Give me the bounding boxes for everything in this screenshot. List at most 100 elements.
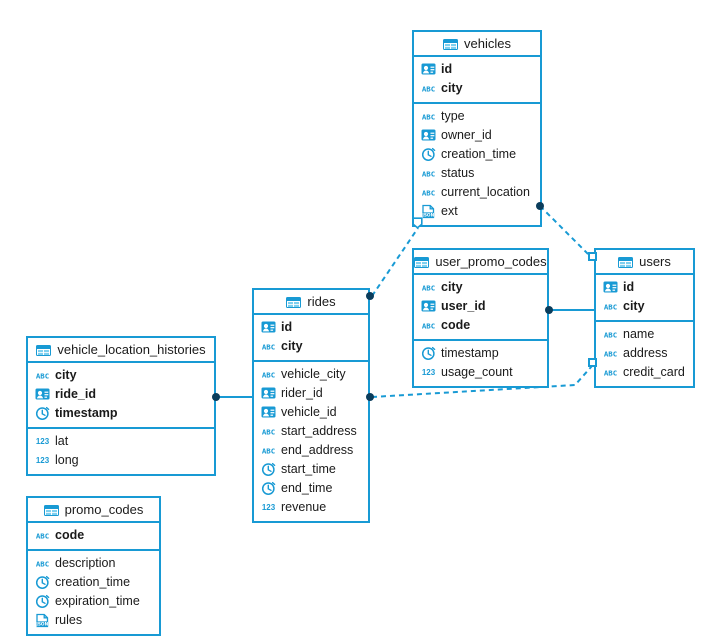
field-label: current_location [441, 185, 530, 200]
svg-text:ABC: ABC [422, 84, 435, 93]
field-label: end_address [281, 443, 354, 458]
table-header-rides[interactable]: rides [254, 290, 368, 315]
field-label: id [441, 62, 453, 77]
field-row-owner_id[interactable]: owner_id [414, 126, 540, 145]
relationship-endpoint-dot[interactable] [545, 306, 553, 314]
key-row-id[interactable]: id [414, 60, 540, 79]
field-row-creation_time[interactable]: creation_time [28, 573, 159, 592]
field-row-vehicle_id[interactable]: vehicle_id [254, 403, 368, 422]
field-row-rider_id[interactable]: rider_id [254, 384, 368, 403]
field-row-expiration_time[interactable]: expiration_time [28, 592, 159, 611]
field-row-start_time[interactable]: start_time [254, 460, 368, 479]
relationship-endpoint-dot[interactable] [366, 292, 374, 300]
svg-text:JSON: JSON [35, 622, 48, 628]
table-header-vehicles[interactable]: vehicles [414, 32, 540, 57]
field-row-current_location[interactable]: ABC current_location [414, 183, 540, 202]
key-row-user_id[interactable]: user_id [414, 297, 547, 316]
abc-icon: ABC [35, 528, 50, 543]
key-row-id[interactable]: id [254, 318, 368, 337]
svg-text:ABC: ABC [604, 330, 617, 339]
key-row-city[interactable]: ABC city [596, 297, 693, 316]
field-row-rules[interactable]: JSON rules [28, 611, 159, 630]
table-header-users[interactable]: users [596, 250, 693, 275]
number-icon: 123 [35, 453, 50, 468]
abc-icon: ABC [421, 185, 436, 200]
table-name: user_promo_codes [435, 254, 547, 269]
field-row-end_time[interactable]: end_time [254, 479, 368, 498]
field-label: vehicle_id [281, 405, 337, 420]
number-icon: 123 [35, 434, 50, 449]
key-row-ride_id[interactable]: ride_id [28, 385, 214, 404]
table-header-vehicle_location_histories[interactable]: vehicle_location_histories [28, 338, 214, 363]
table-icon [414, 256, 430, 268]
abc-icon: ABC [261, 424, 276, 439]
relationship-endpoint-dot[interactable] [536, 202, 544, 210]
field-label: start_time [281, 462, 336, 477]
svg-text:ABC: ABC [422, 188, 435, 197]
table-icon [618, 256, 634, 268]
key-row-city[interactable]: ABC city [254, 337, 368, 356]
abc-icon: ABC [603, 365, 618, 380]
relationship-endpoint-dot[interactable] [366, 393, 374, 401]
relationship-endpoint-square[interactable] [588, 252, 597, 261]
field-row-creation_time[interactable]: creation_time [414, 145, 540, 164]
field-label: city [281, 339, 303, 354]
field-label: creation_time [55, 575, 131, 590]
abc-icon: ABC [421, 109, 436, 124]
field-label: address [623, 346, 668, 361]
svg-text:ABC: ABC [422, 283, 435, 292]
relationship-endpoint-square[interactable] [588, 358, 597, 367]
clock-icon [421, 346, 436, 361]
relationship-endpoint-dot[interactable] [212, 393, 220, 401]
field-label: ext [441, 204, 458, 219]
field-label: city [623, 299, 645, 314]
abc-icon: ABC [35, 368, 50, 383]
relationship-endpoint-pentagon[interactable] [412, 216, 423, 229]
id-icon [261, 405, 276, 420]
field-label: ride_id [55, 387, 96, 402]
svg-text:ABC: ABC [262, 370, 275, 379]
key-row-id[interactable]: id [596, 278, 693, 297]
table-header-promo_codes[interactable]: promo_codes [28, 498, 159, 523]
key-row-timestamp[interactable]: timestamp [28, 404, 214, 423]
table-name: vehicles [464, 36, 511, 51]
abc-icon: ABC [421, 280, 436, 295]
table-header-user_promo_codes[interactable]: user_promo_codes [414, 250, 547, 275]
field-label: rules [55, 613, 83, 628]
id-icon [261, 320, 276, 335]
abc-icon: ABC [261, 339, 276, 354]
table-icon [286, 296, 302, 308]
number-icon: 123 [421, 365, 436, 380]
field-row-timestamp[interactable]: timestamp [414, 344, 547, 363]
abc-icon: ABC [603, 299, 618, 314]
field-label: timestamp [441, 346, 499, 361]
